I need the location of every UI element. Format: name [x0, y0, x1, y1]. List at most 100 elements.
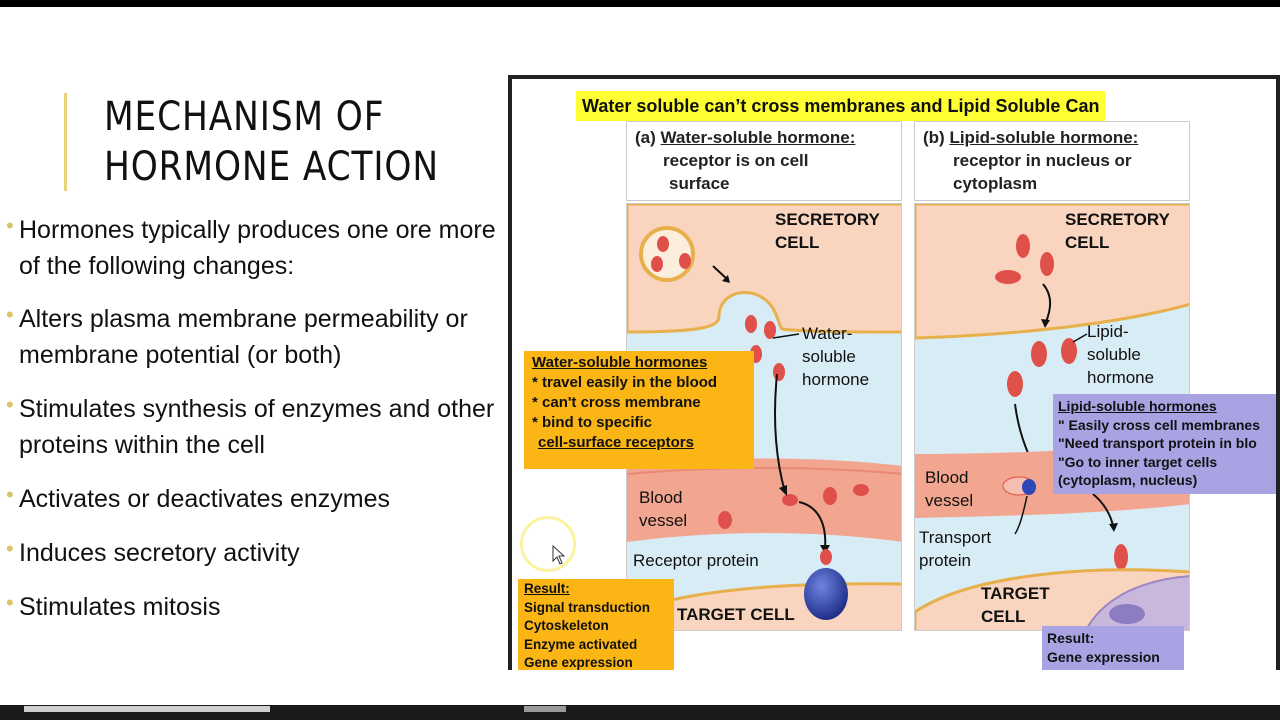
- label-line: Transport: [919, 528, 992, 547]
- panel-a-subtitle-2: surface: [669, 174, 730, 193]
- hormone-molecule: [764, 321, 776, 339]
- hormone-molecule: [1031, 341, 1047, 367]
- hormone-molecule: [820, 549, 832, 565]
- label-line: SECRETORY: [775, 210, 880, 229]
- secretory-cell-shape: [627, 204, 901, 334]
- arrowhead: [722, 275, 730, 283]
- label-line: hormone: [802, 370, 870, 389]
- result-line: Signal transduction: [524, 599, 651, 615]
- bullet-text: Stimulates mitosis: [19, 593, 221, 621]
- arrowhead: [779, 485, 787, 496]
- hormone-molecule: [1007, 371, 1023, 397]
- note-line: cell-surface receptors: [538, 434, 694, 451]
- mouse-pointer-icon: [552, 545, 566, 565]
- bullet-item: •Hormones typically produces one ore mor…: [6, 212, 496, 284]
- bullet-text: Activates or deactivates enzymes: [19, 485, 390, 513]
- hormone-mechanism-figure: Water soluble can’t cross membranes and …: [508, 75, 1280, 670]
- bullet-item: •Alters plasma membrane permeability or …: [6, 301, 496, 373]
- panel-a-target-cell-label: TARGET CELL: [677, 605, 795, 624]
- blood-vessel-shape: [627, 458, 901, 542]
- bullet-item: •Stimulates mitosis: [6, 589, 496, 625]
- panel-a-hormone-label: Water- soluble hormone: [802, 322, 869, 391]
- panel-b-subtitle-2: cytoplasm: [953, 174, 1038, 193]
- note-title: Water-soluble hormones: [532, 354, 708, 371]
- lipid-soluble-result: Result: Gene expression: [1042, 626, 1184, 670]
- panel-b-subtitle-1: receptor in nucleus or: [953, 151, 1132, 170]
- panel-b-target-cell-label: TARGET CELL: [981, 582, 1050, 628]
- note-line: * travel easily in the blood: [532, 374, 718, 391]
- label-line: Water-: [802, 324, 853, 343]
- hormone-molecule: [679, 253, 691, 269]
- leader-line: [1014, 495, 1028, 535]
- label-line: TARGET: [981, 584, 1050, 603]
- bullet-list: •Hormones typically produces one ore mor…: [6, 212, 496, 625]
- panel-a-blood-vessel-label: Blood vessel: [639, 486, 687, 532]
- bullet-text: Induces secretory activity: [19, 539, 300, 567]
- hormone-molecule: [1061, 338, 1077, 364]
- bullet-item: •Activates or deactivates enzymes: [6, 481, 496, 517]
- bullet-marker-icon: •: [6, 213, 14, 238]
- panel-a-heading: (a) Water-soluble hormone: receptor is o…: [626, 121, 902, 201]
- label-line: soluble: [1087, 345, 1141, 364]
- panel-b-label: (b): [923, 128, 945, 147]
- note-line: (cytoplasm, nucleus): [1058, 472, 1198, 488]
- panel-a-illustration: SECRETORY CELL Water- soluble hormone Bl…: [626, 203, 902, 631]
- label-line: Lipid-: [1087, 322, 1129, 341]
- title-accent-bar: [64, 93, 67, 191]
- arrow: [1092, 493, 1114, 527]
- hormone-molecule: [651, 256, 663, 272]
- hormone-molecule: [773, 363, 785, 381]
- label-line: SECRETORY: [1065, 210, 1170, 229]
- label-line: vessel: [925, 491, 974, 510]
- result-line: Gene expression: [524, 655, 633, 670]
- hormone-molecule: [1114, 544, 1128, 570]
- arrow: [1042, 283, 1052, 323]
- hormone-molecule: [718, 511, 732, 529]
- hormone-molecule: [1016, 234, 1030, 258]
- vessel-highlight: [627, 467, 901, 475]
- bullet-item: •Induces secretory activity: [6, 535, 496, 571]
- arrowhead: [1041, 319, 1050, 328]
- label-line: protein: [919, 551, 971, 570]
- title-line-2: HORMONE ACTION: [104, 144, 439, 190]
- arrowhead: [1109, 523, 1118, 532]
- label-line: CELL: [981, 607, 1026, 626]
- label-line: CELL: [1065, 233, 1110, 252]
- bullet-marker-icon: •: [6, 482, 14, 507]
- bullet-text: Hormones typically produces one ore more…: [19, 216, 496, 280]
- lipid-soluble-note: Lipid-soluble hormones " Easily cross ce…: [1053, 394, 1276, 494]
- panel-a-art: [627, 204, 901, 630]
- slide-title: MECHANISM OF HORMONE ACTION: [104, 92, 439, 192]
- figure-headline: Water soluble can’t cross membranes and …: [576, 91, 1106, 121]
- transport-protein-label: Transport protein: [919, 526, 991, 572]
- receptor-protein-shape: [804, 568, 848, 620]
- bullet-marker-icon: •: [6, 536, 14, 561]
- panel-a-subtitle-1: receptor is on cell: [663, 151, 809, 170]
- bullet-item: •Stimulates synthesis of enzymes and oth…: [6, 391, 496, 463]
- result-line: Enzyme activated: [524, 636, 638, 652]
- water-soluble-note: Water-soluble hormones * travel easily i…: [524, 351, 754, 469]
- label-line: Blood: [639, 488, 683, 507]
- video-control-bar[interactable]: [0, 705, 1280, 720]
- panel-b-secretory-label: SECRETORY CELL: [1065, 208, 1170, 254]
- label-line: Blood: [925, 468, 969, 487]
- hormone-molecule: [853, 484, 869, 496]
- progress-segment[interactable]: [24, 706, 270, 712]
- note-line: " Easily cross cell membranes: [1058, 416, 1260, 433]
- leader-line: [772, 333, 800, 339]
- hormone-molecule: [745, 315, 757, 333]
- hormone-molecule: [782, 494, 798, 506]
- note-line: "Go to inner target cells: [1058, 453, 1218, 470]
- nucleus-detail: [1109, 604, 1145, 624]
- note-title: Lipid-soluble hormones: [1058, 398, 1217, 414]
- panel-a-title: Water-soluble hormone:: [660, 128, 856, 147]
- label-line: CELL: [775, 233, 820, 252]
- bullet-text: Alters plasma membrane permeability or m…: [19, 305, 468, 369]
- panel-a-label: (a): [635, 128, 656, 147]
- result-title: Result:: [524, 581, 570, 596]
- bullet-marker-icon: •: [6, 302, 14, 327]
- label-line: vessel: [639, 511, 688, 530]
- progress-segment[interactable]: [524, 706, 566, 712]
- result-title: Result:: [1047, 630, 1095, 646]
- note-line: * bind to specific: [532, 414, 653, 431]
